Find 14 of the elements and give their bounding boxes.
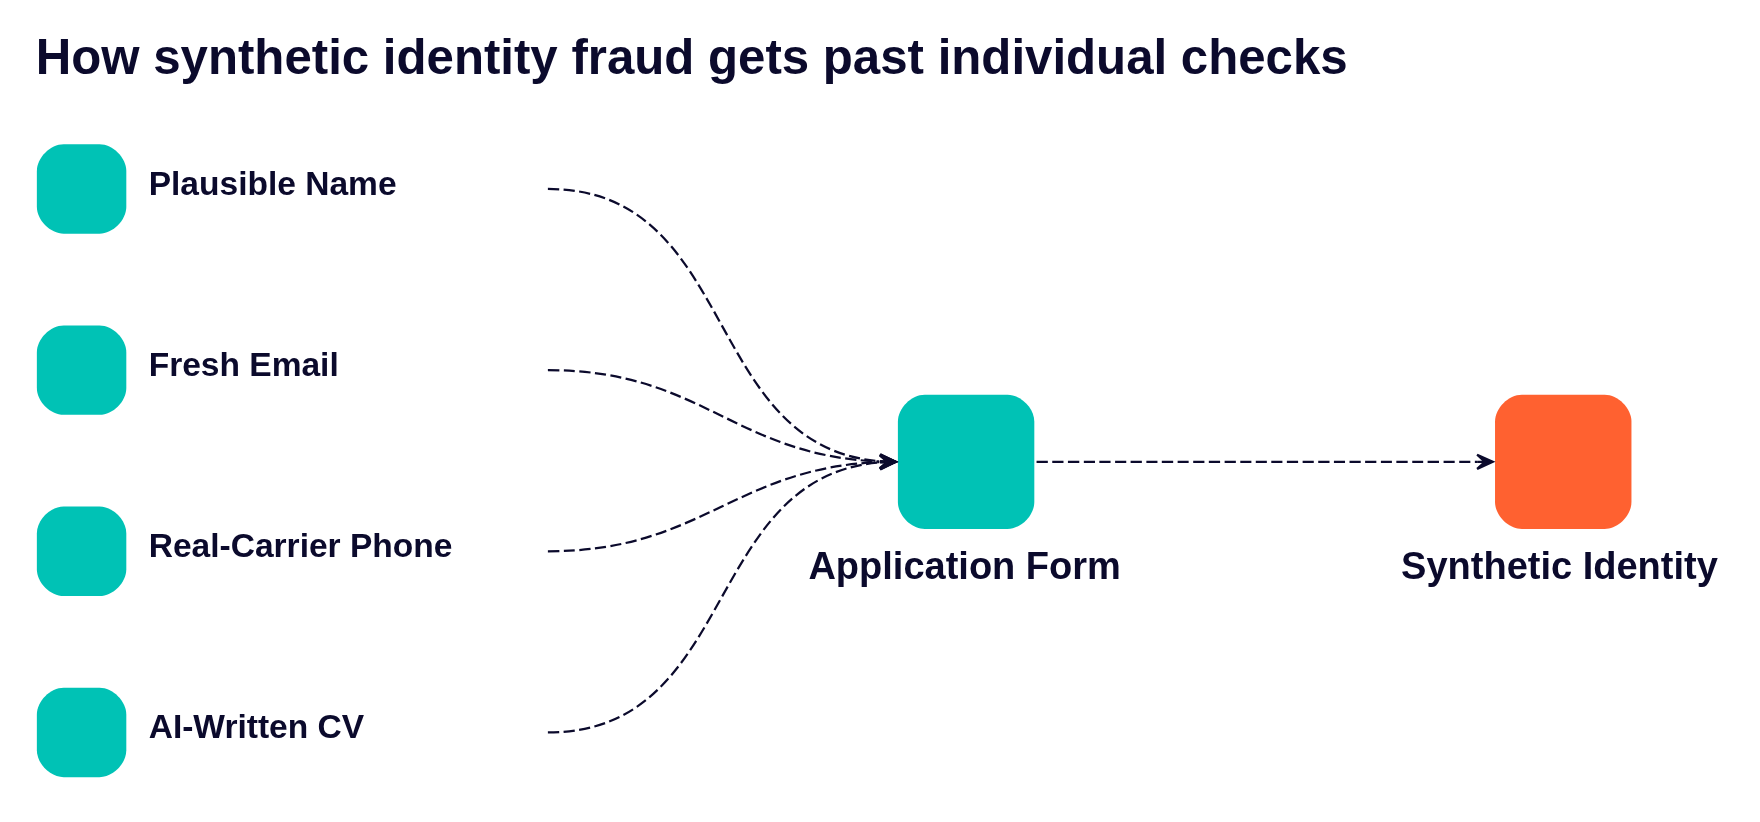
node-box [36, 324, 127, 415]
node-box [1495, 394, 1632, 529]
node-label: Application Form [808, 544, 1121, 587]
arrow [1036, 453, 1494, 470]
node-box [36, 687, 127, 777]
node-label: AI-Written CV [148, 707, 365, 745]
node-label: Fresh Email [148, 345, 339, 383]
node-label: Synthetic Identity [1401, 544, 1718, 587]
diagram-title: How synthetic identity fraud gets past individual checks [35, 28, 1348, 84]
node-label: Plausible Name [148, 164, 397, 202]
node-box [36, 506, 127, 596]
node-box [897, 394, 1035, 529]
node-label: Real-Carrier Phone [148, 526, 453, 564]
node-box [36, 143, 127, 234]
